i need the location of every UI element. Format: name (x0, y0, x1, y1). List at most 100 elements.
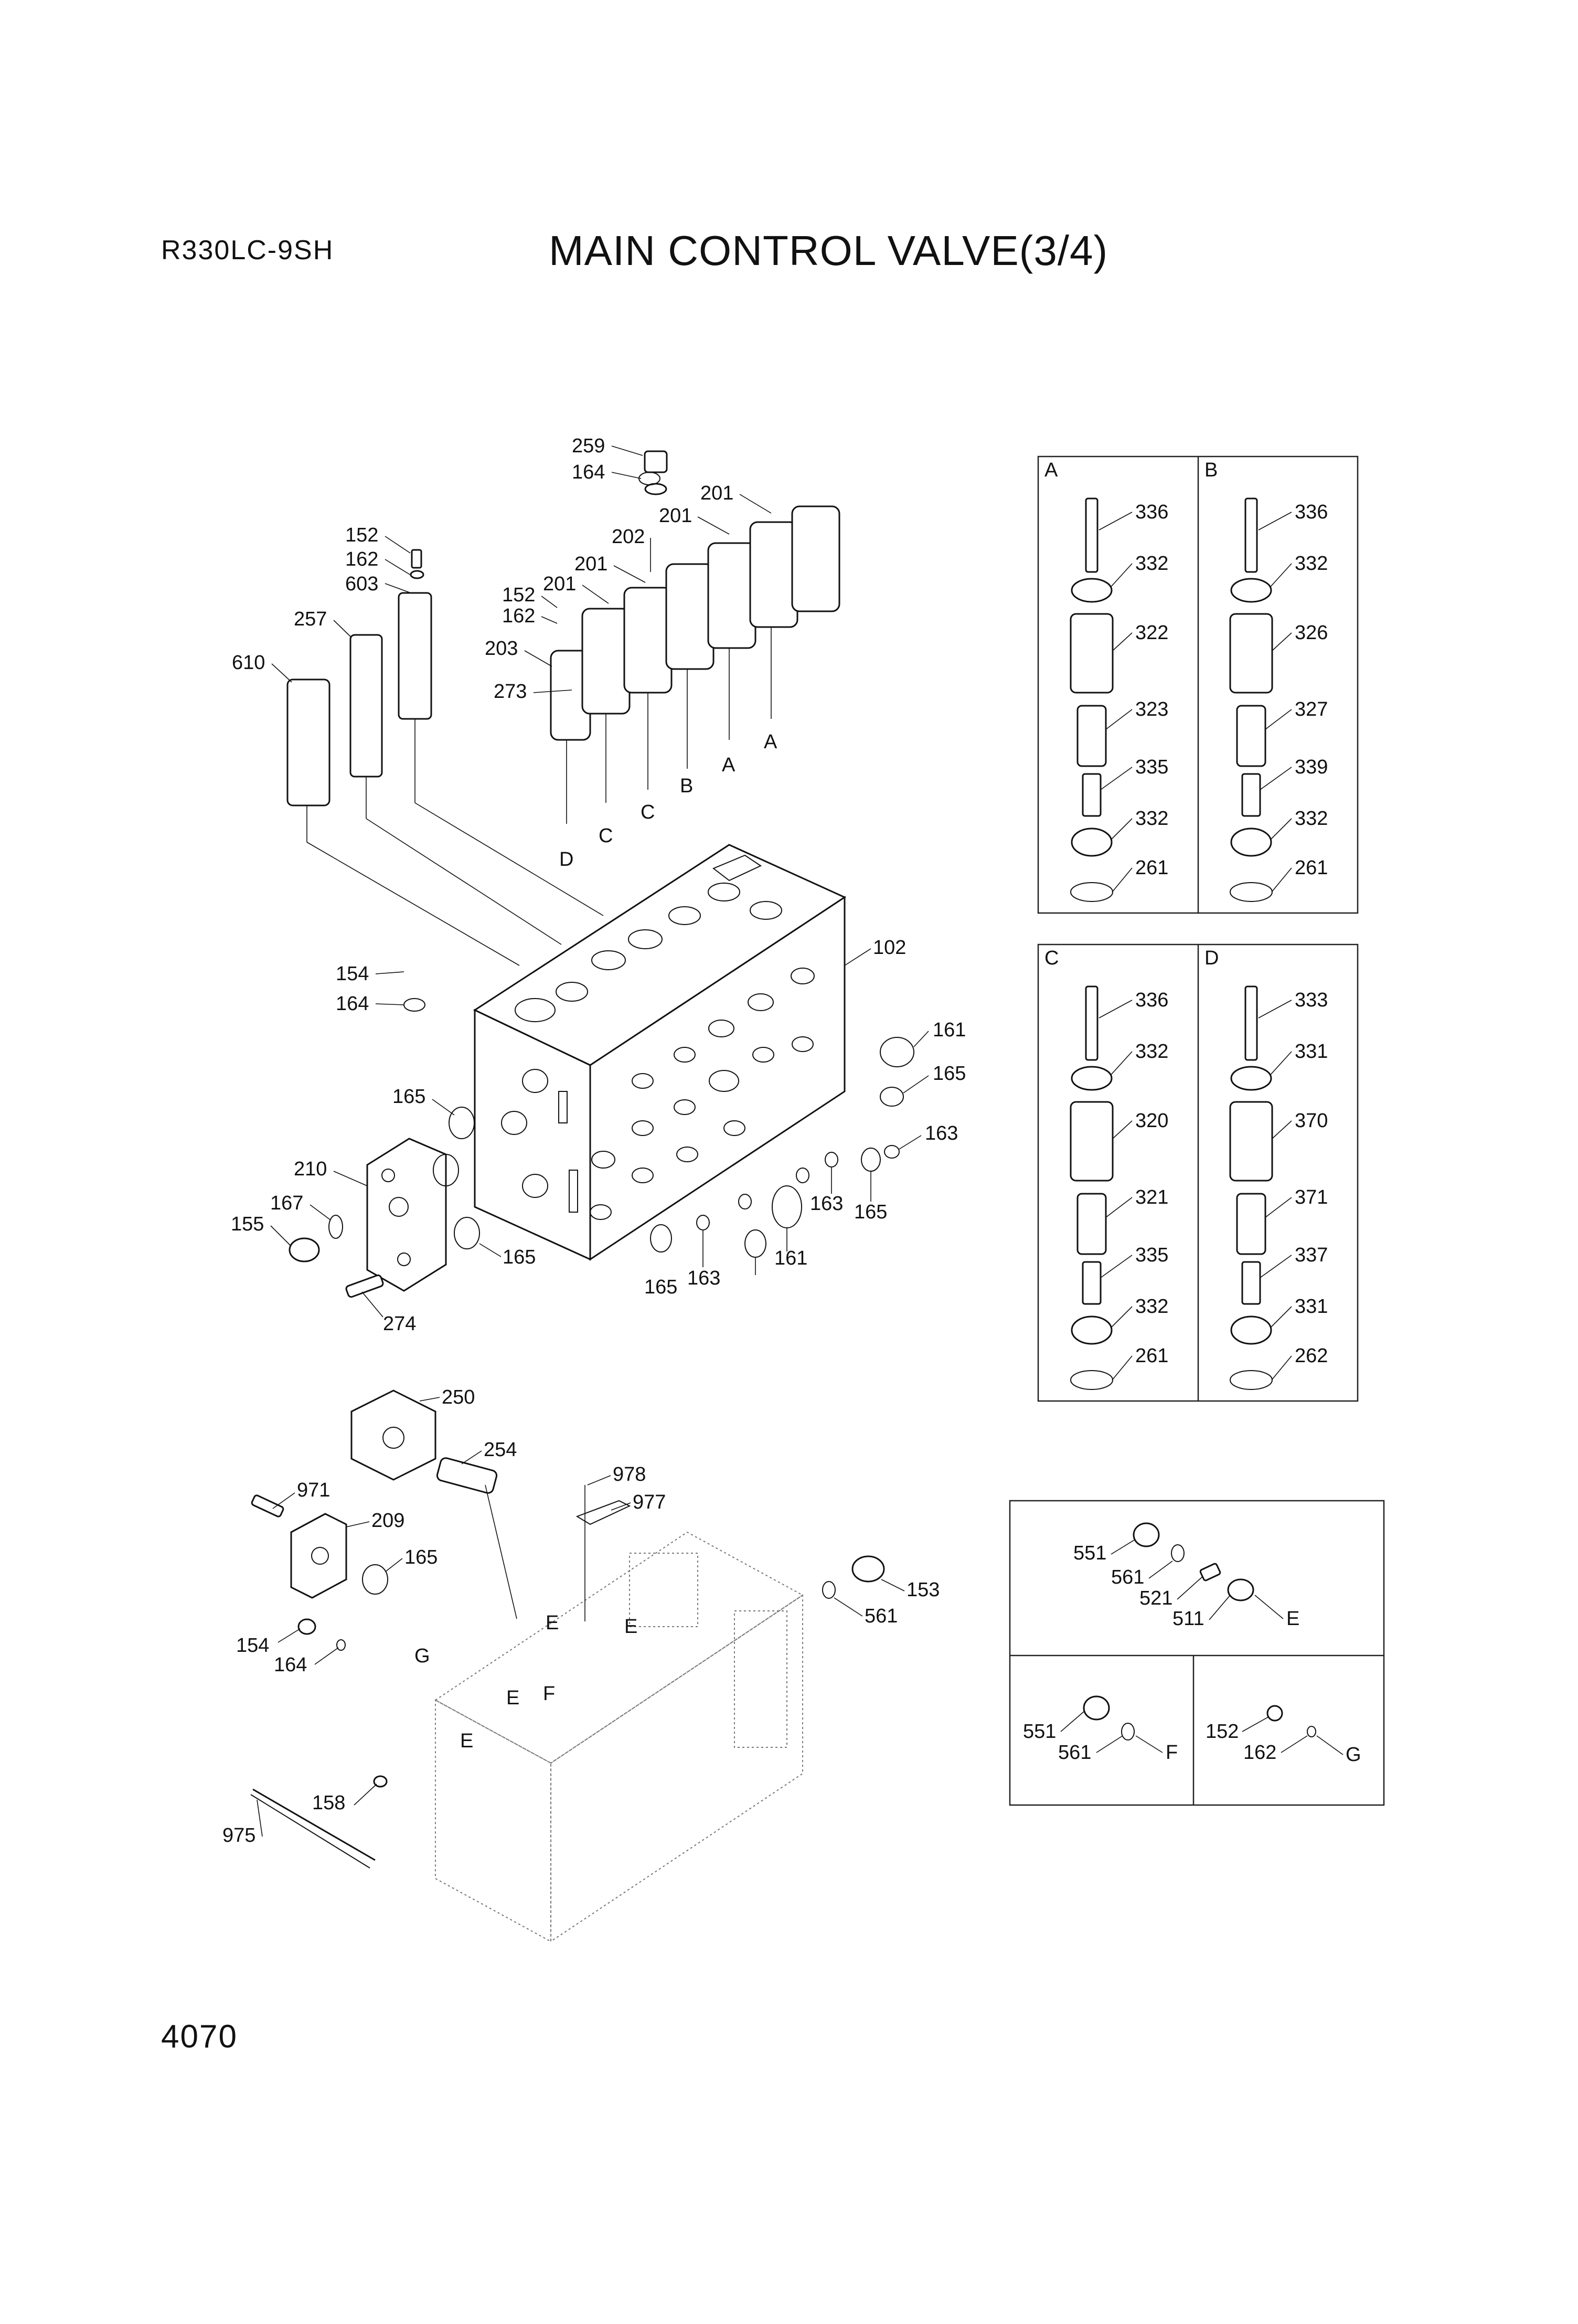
inset-title-B: B (1204, 459, 1218, 481)
callout-975: 975 (222, 1824, 255, 1847)
inset-D-part: 370 (1295, 1110, 1328, 1132)
main-leaders (270, 445, 929, 1318)
inset-B-part: 326 (1295, 622, 1328, 644)
inset-E-part: E (1286, 1608, 1299, 1630)
callout-202: 202 (612, 526, 645, 548)
callout-610: 610 (232, 652, 265, 674)
callout-161: 161 (774, 1247, 807, 1269)
inset-D-part: 331 (1295, 1041, 1328, 1063)
inset-A-part: 323 (1135, 698, 1168, 720)
inset-D-part: 262 (1295, 1345, 1328, 1367)
inset-A-part: 335 (1135, 756, 1168, 778)
inset-C-part: 336 (1135, 989, 1168, 1011)
callout-250: 250 (442, 1386, 475, 1408)
callout-165: 165 (933, 1063, 966, 1085)
section-letter-E: E (460, 1730, 473, 1752)
inset-plug-leaders (1060, 1540, 1344, 1755)
inset-E-part: 561 (1111, 1566, 1144, 1588)
page-title: MAIN CONTROL VALVE(3/4) (549, 227, 1108, 274)
callout-165: 165 (854, 1201, 887, 1223)
inset-A-part: 261 (1135, 857, 1168, 879)
inset-C-part: 335 (1135, 1244, 1168, 1266)
callout-162: 162 (502, 605, 535, 627)
inset-G-part: G (1346, 1744, 1361, 1766)
callout-203: 203 (485, 638, 518, 660)
inset-B-part: 261 (1295, 857, 1328, 879)
section-letter-E: E (624, 1616, 637, 1638)
callout-977: 977 (633, 1491, 666, 1513)
inset-C-part: 332 (1135, 1296, 1168, 1318)
section-guide-lines (306, 627, 772, 966)
callout-158: 158 (312, 1792, 345, 1814)
inset-title-D: D (1204, 947, 1219, 969)
inset-A-part: 332 (1135, 808, 1168, 830)
inset-B-part: 336 (1295, 501, 1328, 523)
section-letter-E: E (506, 1687, 519, 1709)
page-number: 4070 (161, 2019, 238, 2055)
section-letter-C: C (599, 825, 613, 847)
section-letter-A: A (722, 754, 735, 776)
callout-978: 978 (613, 1463, 646, 1485)
callout-201: 201 (543, 573, 576, 595)
callout-163: 163 (810, 1193, 843, 1215)
callout-167: 167 (270, 1192, 303, 1214)
pilot-solenoid-caps (550, 505, 840, 741)
callout-152: 152 (502, 584, 535, 606)
callout-201: 201 (700, 482, 733, 504)
inset-B-part: 339 (1295, 756, 1328, 778)
section-letter-C: C (641, 801, 655, 823)
lower-callout-labels: 250 254 978 977 971 209 165 153 561 E E … (222, 1386, 940, 1847)
lower-valve-block-dotted (434, 1531, 804, 1943)
callout-154: 154 (236, 1635, 269, 1657)
side-cover-assembly (289, 1138, 447, 1298)
inset-D-part: 371 (1295, 1186, 1328, 1208)
section-letter-A: A (764, 731, 777, 753)
inset-B-part: 327 (1295, 698, 1328, 720)
inset-spool-frame (1037, 455, 1359, 1402)
callout-164: 164 (572, 461, 605, 483)
o-rings-main (403, 472, 914, 1258)
section-letter-F: F (543, 1683, 555, 1705)
inset-E-part: 521 (1139, 1587, 1172, 1609)
inset-D-part: 331 (1295, 1296, 1328, 1318)
callout-210: 210 (294, 1158, 327, 1180)
inset-D-part: 337 (1295, 1244, 1328, 1266)
callout-165: 165 (503, 1246, 536, 1268)
callout-561: 561 (865, 1605, 898, 1627)
inset-C-part: 320 (1135, 1110, 1168, 1132)
callout-273: 273 (494, 681, 527, 703)
inset-spool-leaders (1099, 512, 1292, 1381)
inset-G-part: 152 (1206, 1721, 1239, 1743)
callout-155: 155 (231, 1213, 264, 1235)
callout-163: 163 (687, 1267, 720, 1289)
callout-102: 102 (873, 937, 906, 959)
callout-209: 209 (371, 1510, 404, 1532)
section-letter-G: G (414, 1645, 430, 1667)
callout-971: 971 (297, 1479, 330, 1501)
callout-274: 274 (383, 1313, 416, 1335)
main-valve-block (473, 844, 847, 1261)
inset-E-part: 511 (1172, 1608, 1204, 1630)
inset-A-part: 332 (1135, 553, 1168, 575)
callout-257: 257 (294, 608, 327, 630)
inset-plug-frame (1009, 1500, 1385, 1806)
inset-plug-labels: 551 561 521 511 E 551 561 F 152 162 G (1023, 1542, 1361, 1766)
relief-valve-cartridges (286, 450, 668, 806)
main-callout-labels: 259 164 201 201 202 201 201 152 162 203 … (231, 435, 966, 1335)
callout-603: 603 (345, 573, 378, 595)
inset-F-part: F (1166, 1742, 1178, 1764)
lower-leaders (257, 1397, 905, 1837)
section-letter-B: B (680, 775, 693, 797)
lower-parts (250, 1389, 885, 1869)
inset-C-part: 261 (1135, 1345, 1168, 1367)
inset-title-C: C (1044, 947, 1059, 969)
callout-201: 201 (659, 505, 692, 527)
callout-164: 164 (274, 1654, 307, 1676)
inset-A-part: 336 (1135, 501, 1168, 523)
callout-162: 162 (345, 548, 378, 570)
callout-201: 201 (574, 553, 607, 575)
inset-C-part: 332 (1135, 1041, 1168, 1063)
callout-163: 163 (925, 1122, 958, 1144)
callout-164: 164 (336, 993, 369, 1015)
